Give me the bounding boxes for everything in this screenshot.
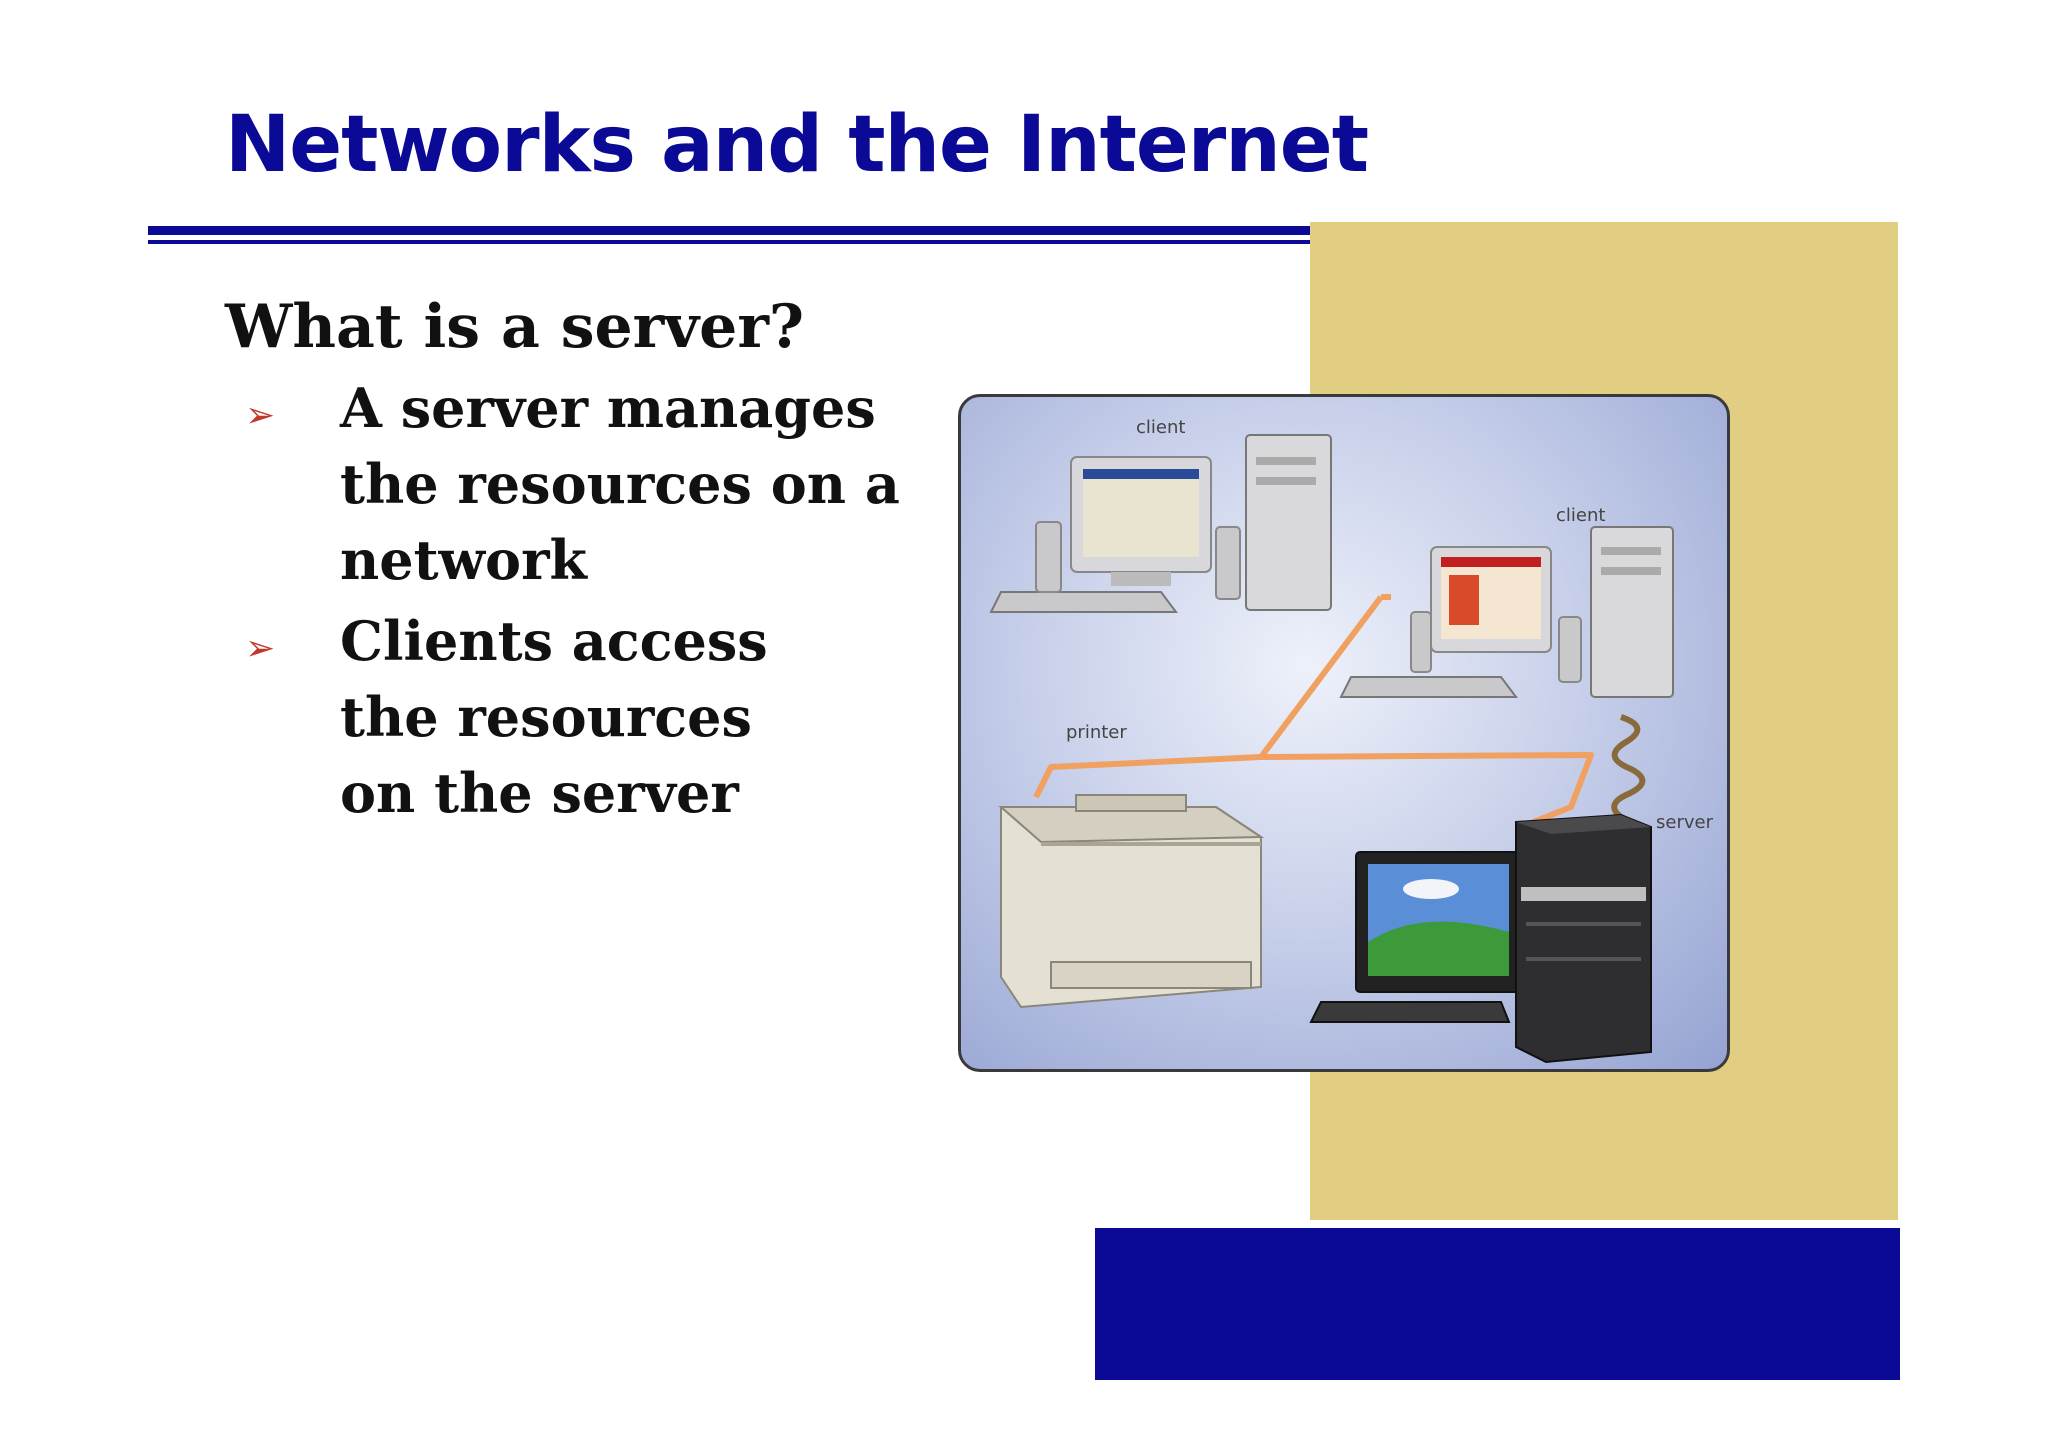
title-underline-thin [148, 240, 1310, 244]
slide-title: Networks and the Internet [225, 100, 1369, 190]
bullet-item-1: A server manages the resources on a netw… [340, 370, 900, 598]
title-underline-thick [148, 226, 1310, 235]
question-heading: What is a server? [225, 292, 805, 362]
label-client-2: client [1556, 505, 1606, 526]
network-diagram: client client printer server [958, 394, 1730, 1072]
blue-accent-panel [1095, 1228, 1900, 1380]
bullet-2-line: Clients access [340, 609, 768, 673]
network-diagram-art [989, 434, 1674, 1064]
label-server: server [1656, 812, 1713, 833]
label-printer: printer [1066, 722, 1127, 743]
label-client-1: client [1136, 417, 1186, 438]
bullet-1-line: network [340, 528, 587, 592]
client-1-computer-icon [989, 434, 1332, 613]
bullet-2-line: the resources [340, 685, 752, 749]
bullet-1-line: the resources on a [340, 452, 900, 516]
server-computer-icon [1309, 813, 1652, 1064]
bullet-arrow-icon: ➢ [245, 628, 276, 669]
bullet-2-line: on the server [340, 761, 739, 825]
printer-icon [998, 794, 1265, 1009]
network-cables [1033, 594, 1594, 830]
bullet-arrow-icon: ➢ [245, 395, 276, 436]
bullet-item-2: Clients access the resources on the serv… [340, 603, 768, 831]
client-2-computer-icon [1339, 526, 1674, 698]
bullet-1-line: A server manages [340, 376, 876, 440]
